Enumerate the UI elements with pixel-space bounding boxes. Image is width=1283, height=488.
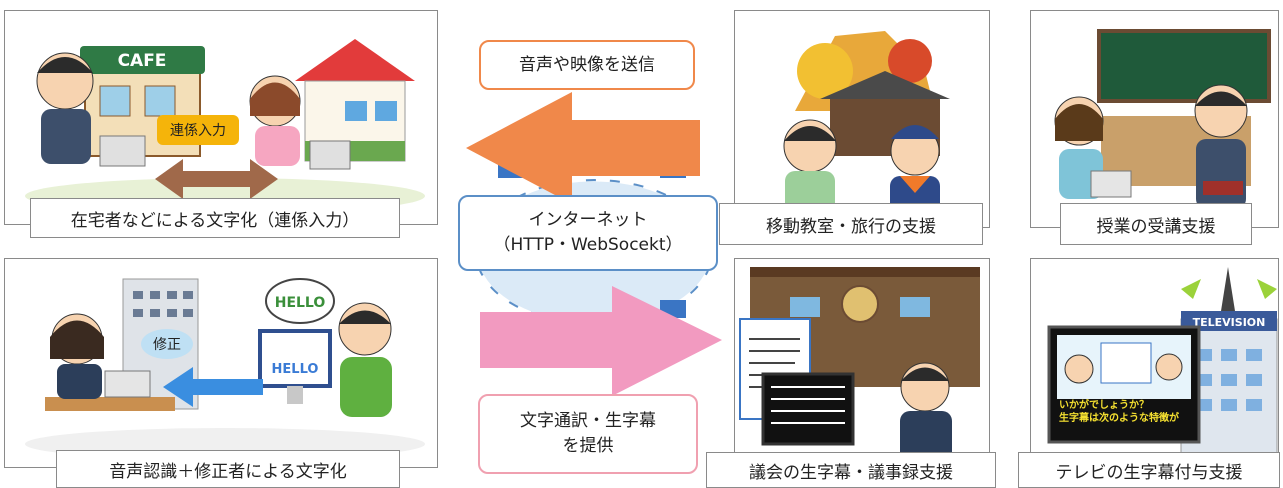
- collab-input-tag: 連係入力: [157, 115, 239, 145]
- caption-speech-recognition: 音声認識＋修正者による文字化: [56, 450, 400, 488]
- panel-speech-recognition: HELLO HELLO 修正: [4, 258, 438, 468]
- antenna-icon: [1221, 267, 1235, 311]
- protocol-label: （HTTP・WebSocekt）: [493, 235, 683, 255]
- cafe-sign: CAFE: [118, 51, 167, 71]
- device-icon: [540, 142, 570, 162]
- provide-arrow: [480, 286, 722, 396]
- panel-mobile-classroom: [734, 10, 990, 228]
- speech-recognition-illustration: HELLO HELLO: [25, 278, 425, 460]
- send-label-text: 音声や映像を送信: [519, 54, 655, 75]
- send-label: 音声や映像を送信: [479, 40, 695, 90]
- mobile-classroom-illustration: [783, 31, 950, 221]
- device-icon: [610, 140, 638, 160]
- lecture-illustration: [1054, 29, 1271, 209]
- send-arrow: [466, 92, 700, 204]
- panel-lecture: [1030, 10, 1279, 228]
- device-icon: [498, 312, 524, 330]
- internet-label: インターネット: [528, 210, 648, 231]
- device-icon: [660, 300, 686, 318]
- device-icon: [540, 328, 570, 348]
- monitor-hello-text: HELLO: [272, 362, 319, 377]
- assembly-illustration: [739, 267, 980, 466]
- panel-assembly: [734, 258, 990, 470]
- tv-subtitle: いかがでしょうか？ 生字幕は次のような特徴が: [1059, 399, 1191, 425]
- caption-assembly: 議会の生字幕・議事録支援: [706, 452, 996, 488]
- correction-tag: 修正: [141, 329, 193, 359]
- caption-lecture: 授業の受講支援: [1060, 203, 1252, 245]
- television-illustration: TELEVISION: [1047, 267, 1278, 460]
- caption-television: テレビの生字幕付与支援: [1018, 452, 1280, 488]
- panel-television: TELEVISION いかがでしょうか？ 生字幕は次のような特徴が: [1030, 258, 1279, 470]
- internet-box: インターネット （HTTP・WebSocekt）: [458, 195, 718, 271]
- tv-subtitle-line1: いかがでしょうか？: [1059, 400, 1149, 411]
- emblem-icon: [841, 285, 879, 323]
- provide-label-line1: 文字通訳・生字幕: [520, 411, 656, 432]
- provide-box: 文字通訳・生字幕 を提供: [478, 394, 698, 474]
- caption-home-remote: 在宅者などによる文字化（連係入力）: [30, 198, 400, 238]
- caption-mobile-classroom: 移動教室・旅行の支援: [719, 203, 983, 245]
- provide-label-line2: を提供: [562, 436, 614, 456]
- device-icon: [498, 160, 524, 178]
- tv-building-sign: TELEVISION: [1193, 316, 1266, 329]
- panel-home-remote: CAFE 連係入力: [4, 10, 438, 225]
- tv-subtitle-line2: 生字幕は次のような特徴が: [1059, 413, 1179, 424]
- bubble-hello-text: HELLO: [275, 295, 326, 311]
- device-icon: [660, 160, 686, 178]
